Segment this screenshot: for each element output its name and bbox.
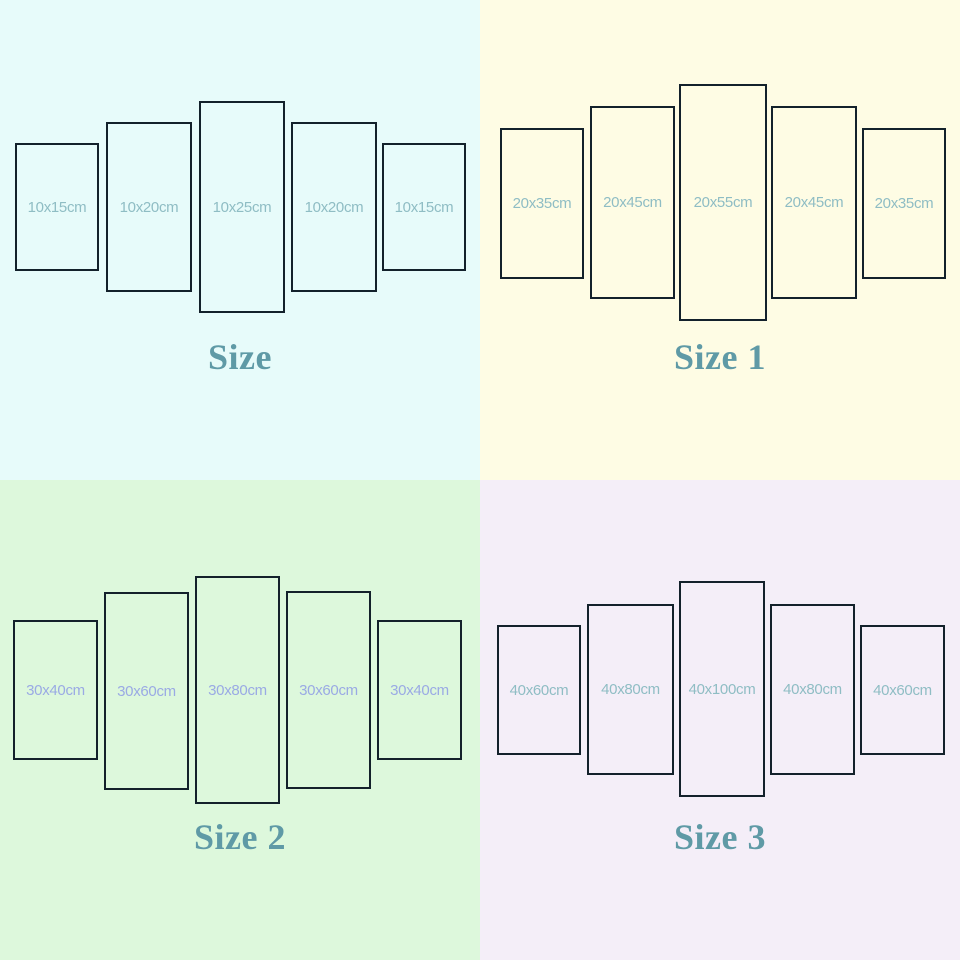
canvas-frame[interactable]: 10x25cm (199, 101, 285, 313)
canvas-size-label: 10x15cm (394, 198, 454, 216)
canvas-size-label: 40x80cm (601, 681, 660, 698)
canvas-frame[interactable]: 20x55cm (679, 84, 767, 321)
canvas-size-label: 40x60cm (873, 681, 932, 699)
canvas-size-label: 10x15cm (27, 198, 87, 216)
canvas-size-label: 30x60cm (117, 682, 176, 700)
canvas-size-label: 40x100cm (688, 680, 756, 698)
panel-title: Size (208, 337, 272, 377)
canvas-frame[interactable]: 40x80cm (587, 604, 674, 775)
canvas-frame[interactable]: 30x80cm (195, 576, 280, 804)
canvas-frame[interactable]: 30x40cm (377, 620, 462, 760)
panel-title: Size 2 (194, 817, 286, 857)
canvas-size-label: 30x40cm (390, 681, 449, 699)
canvas-frame[interactable]: 40x60cm (497, 625, 581, 755)
canvas-size-label: 20x45cm (603, 194, 662, 211)
canvas-size-label: 30x80cm (208, 681, 267, 699)
canvas-frame[interactable]: 40x100cm (679, 581, 765, 797)
canvas-frame[interactable]: 20x35cm (862, 128, 946, 279)
canvas-arrangement: 10x15cm 10x20cm 10x25cm 10x20cm 10x15cm (0, 0, 480, 480)
canvas-frame[interactable]: 20x45cm (590, 106, 675, 299)
canvas-frame[interactable]: 10x20cm (106, 122, 192, 292)
canvas-size-label: 10x20cm (304, 198, 364, 216)
canvas-frame[interactable]: 10x20cm (291, 122, 377, 292)
canvas-frame[interactable]: 10x15cm (382, 143, 466, 271)
canvas-arrangement: 30x40cm 30x60cm 30x80cm 30x60cm 30x40cm (0, 480, 480, 960)
canvas-frame[interactable]: 10x15cm (15, 143, 99, 271)
canvas-size-label: 40x80cm (783, 681, 842, 698)
panel-title: Size 3 (674, 817, 766, 857)
canvas-size-label: 30x60cm (299, 681, 358, 699)
canvas-size-label: 20x35cm (874, 195, 934, 212)
canvas-size-label: 20x55cm (693, 194, 753, 211)
canvas-arrangement: 20x35cm 20x45cm 20x55cm 20x45cm 20x35cm (480, 0, 960, 480)
canvas-size-label: 20x35cm (512, 195, 572, 212)
canvas-frame[interactable]: 30x60cm (286, 591, 371, 789)
canvas-size-label: 20x45cm (784, 194, 844, 211)
canvas-frame[interactable]: 30x40cm (13, 620, 98, 760)
canvas-frame[interactable]: 40x80cm (770, 604, 855, 775)
canvas-frame[interactable]: 40x60cm (860, 625, 945, 755)
canvas-size-label: 30x40cm (26, 681, 85, 699)
canvas-frame[interactable]: 30x60cm (104, 592, 189, 790)
canvas-frame[interactable]: 20x35cm (500, 128, 584, 279)
canvas-size-label: 40x60cm (509, 681, 569, 699)
canvas-size-label: 10x20cm (119, 198, 179, 216)
canvas-frame[interactable]: 20x45cm (771, 106, 857, 299)
canvas-size-label: 10x25cm (212, 198, 272, 216)
panel-title: Size 1 (674, 337, 766, 377)
canvas-arrangement: 40x60cm 40x80cm 40x100cm 40x80cm 40x60cm (480, 480, 960, 960)
